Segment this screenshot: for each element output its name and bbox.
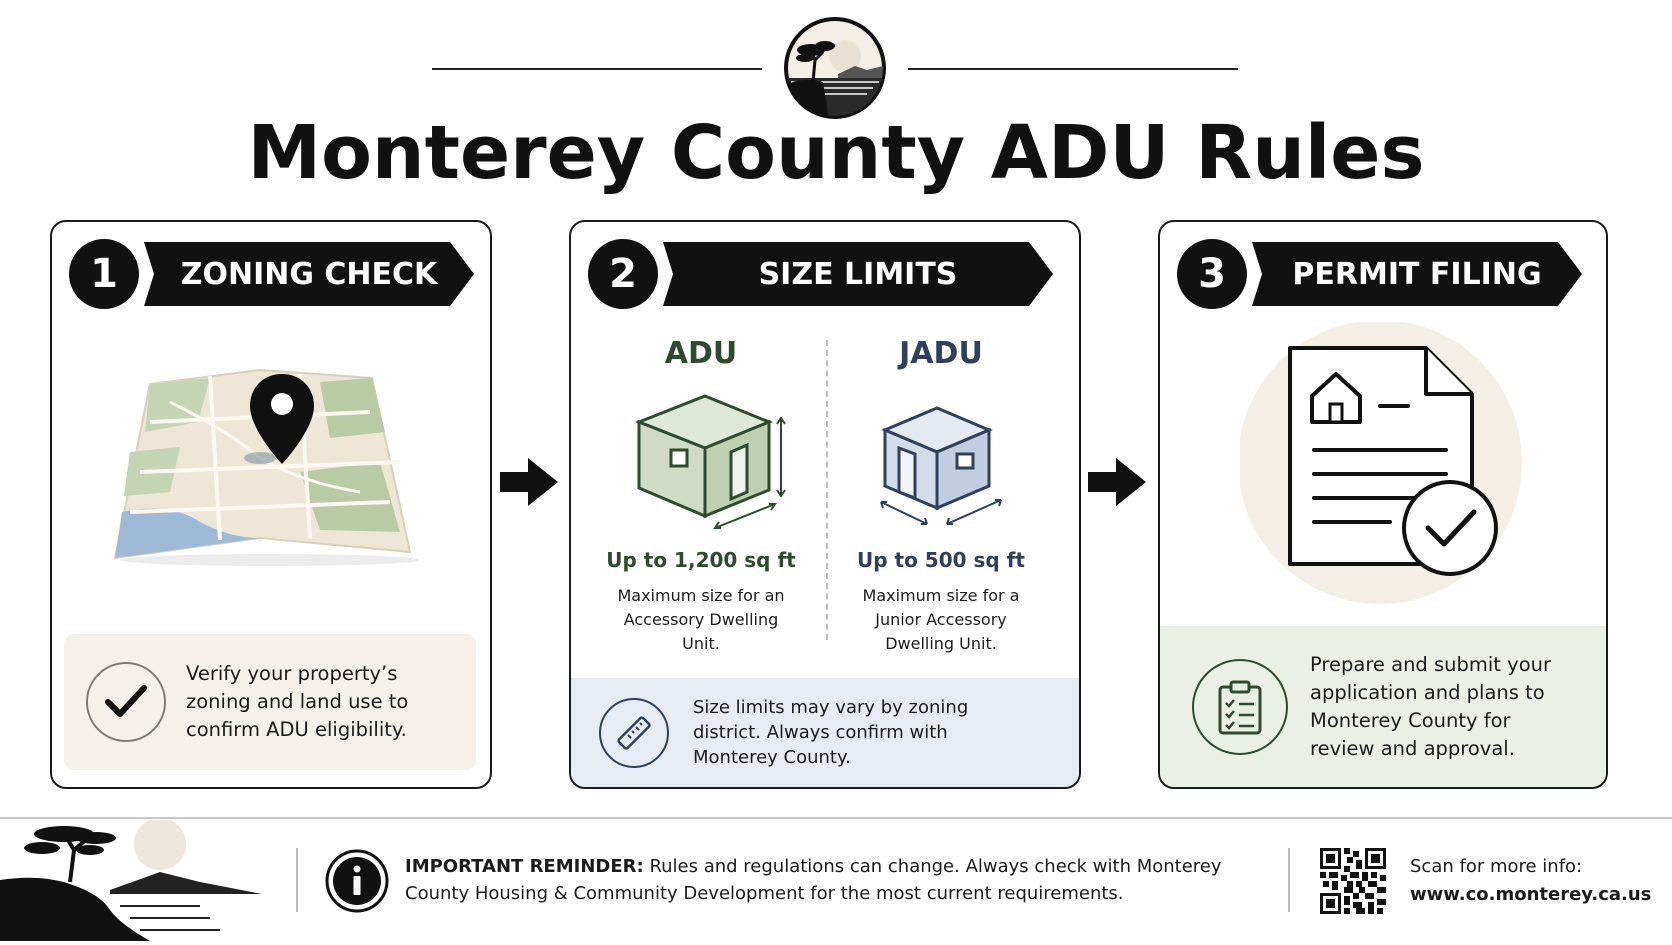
footer-divider (1288, 848, 1290, 912)
zoning-note-text: Verify your property’s zoning and land u… (186, 662, 409, 741)
adu-size: Up to 1,200 sq ft (606, 548, 796, 572)
arrow-right-icon (498, 456, 560, 512)
column-divider (826, 340, 828, 640)
document-house-icon (1238, 320, 1530, 612)
ruler-icon (599, 697, 669, 768)
permit-note: Prepare and submit your application and … (1160, 626, 1606, 787)
size-note: Size limits may vary by zoning district.… (571, 678, 1079, 787)
jadu-description: Maximum size for a Junior Accessory Dwel… (862, 586, 1020, 653)
zoning-note: Verify your property’s zoning and land u… (64, 634, 476, 770)
step-card-size-limits: 2 SIZE LIMITS ADU Up to 1,200 sq ft Maxi… (569, 220, 1081, 789)
map-pin-icon (247, 372, 317, 467)
map-illustration (110, 362, 430, 572)
website-link[interactable]: www.co.monterey.ca.us (1410, 884, 1652, 905)
step-banner: PERMIT FILING (1252, 242, 1582, 306)
size-note-text: Size limits may vary by zoning district.… (693, 697, 969, 768)
arrow-right-icon (1086, 456, 1148, 512)
scan-label: Scan for more info: (1410, 856, 1583, 877)
cypress-coast-illustration (0, 818, 270, 941)
step-banner: SIZE LIMITS (663, 242, 1053, 306)
adu-title: ADU (664, 336, 738, 371)
step-card-zoning: 1 ZONING CHECK Verify your property’s zo… (50, 220, 492, 789)
jadu-cube-icon (877, 402, 1007, 532)
info-icon (325, 849, 389, 913)
jadu-title: JADU (899, 336, 983, 371)
step-number: 1 (69, 239, 139, 309)
step-card-permit-filing: 3 PERMIT FILING Prepare and submit your … (1158, 220, 1608, 789)
important-reminder: IMPORTANT REMINDER: Rules and regulation… (405, 853, 1285, 907)
scan-info: Scan for more info: www.co.monterey.ca.u… (1410, 853, 1651, 909)
permit-note-text: Prepare and submit your application and … (1310, 652, 1551, 760)
step-number: 3 (1177, 239, 1247, 309)
footer-divider (296, 848, 298, 912)
page-title: Monterey County ADU Rules (247, 110, 1425, 196)
adu-description: Maximum size for an Accessory Dwelling U… (617, 586, 785, 653)
step-banner: ZONING CHECK (144, 242, 474, 306)
adu-cube-icon (634, 388, 795, 538)
clipboard-checklist-icon (1192, 658, 1288, 755)
header-rule-right (908, 68, 1238, 70)
header-rule-left (432, 68, 762, 70)
reminder-text: Rules and regulations can change. Always… (405, 856, 1222, 904)
step-number: 2 (588, 239, 658, 309)
footer-rule (0, 817, 1672, 819)
jadu-size: Up to 500 sq ft (857, 548, 1025, 572)
reminder-label: IMPORTANT REMINDER: (405, 856, 644, 877)
qr-code-icon[interactable] (1320, 848, 1386, 914)
cypress-coast-logo-icon (783, 16, 887, 120)
checkmark-icon (86, 662, 166, 742)
